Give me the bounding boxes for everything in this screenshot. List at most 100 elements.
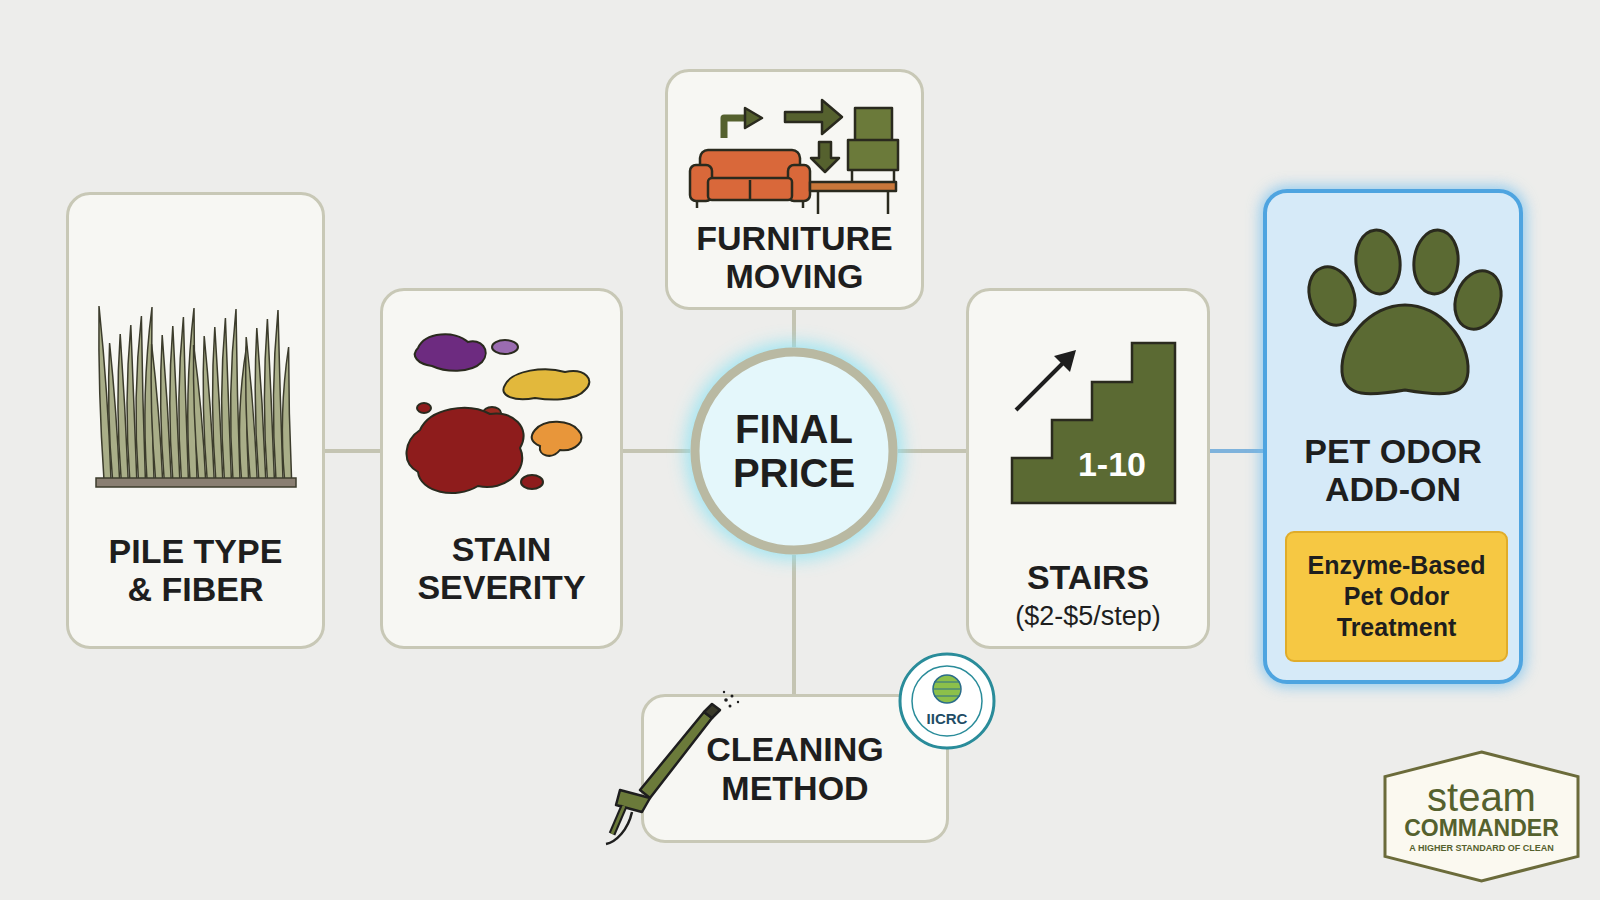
node-sublabel: ($2-$5/step) <box>1015 600 1161 632</box>
node-label: FINAL PRICE <box>709 407 879 495</box>
connector-line <box>792 555 796 694</box>
paw-icon <box>1301 228 1509 394</box>
carpet-pile-icon <box>96 306 296 487</box>
furniture-icon-part <box>690 165 712 201</box>
furniture-box: FURNITURE MOVING <box>665 69 924 310</box>
connector-line <box>792 310 796 347</box>
stairs-icon <box>1012 343 1175 503</box>
badge-globe-line <box>934 689 960 690</box>
furniture-icon-part <box>696 201 699 208</box>
furniture-icon <box>690 100 898 214</box>
badge-globe-line <box>934 682 960 683</box>
pile-box: PILE TYPE & FIBER <box>66 192 325 649</box>
stain-icon-part <box>492 340 518 354</box>
spray-wand-icon-part <box>640 712 712 798</box>
node-label: STAIN SEVERITY <box>399 530 604 606</box>
text-group: FURNITURE MOVING <box>687 219 902 295</box>
stairs-box: 1-10STAIRS($2-$5/step) <box>966 288 1210 649</box>
paw-icon-part <box>1447 264 1509 335</box>
text-group: CLEANING METHOD <box>675 730 915 806</box>
hub-ring <box>695 352 893 550</box>
carpet-pile-icon-part <box>255 328 266 480</box>
stain-icon-part <box>532 422 582 456</box>
stain-icon <box>406 334 589 493</box>
hub-circle: FINAL PRICE <box>690 347 898 555</box>
carpet-pile-icon-part <box>213 327 223 480</box>
stairs-icon-part <box>1012 343 1175 503</box>
text-group: PET ODOR ADD-ON <box>1286 432 1501 508</box>
carpet-pile-icon-part <box>188 308 197 480</box>
spray-wand-icon-part <box>616 790 650 812</box>
furniture-icon-part <box>724 118 748 138</box>
stain-box: STAIN SEVERITY <box>380 288 623 649</box>
stain-icon-part <box>417 403 431 413</box>
paw-icon-part <box>1301 260 1363 331</box>
badge-ring <box>900 654 994 748</box>
paw-icon-part <box>1342 305 1468 394</box>
spray-wand-icon-part <box>737 701 739 703</box>
add-on-tag: Enzyme-Based Pet Odor Treatment <box>1285 531 1508 662</box>
carpet-pile-icon-part <box>145 307 154 480</box>
node-label: IICRC <box>927 711 968 726</box>
furniture-icon-part <box>887 191 890 214</box>
node-sublabel: A HIGHER STANDARD OF CLEAN <box>1409 843 1554 855</box>
carpet-pile-icon-part <box>99 306 111 480</box>
text-group: PILE TYPE & FIBER <box>101 532 291 608</box>
hub-glow <box>686 343 902 559</box>
spray-wand-icon-part <box>724 698 728 702</box>
node-label: steam <box>1427 778 1536 816</box>
text-group: steamCOMMANDER A HIGHER STANDARD OF CLEAN <box>1404 778 1559 855</box>
text-group: FINAL PRICE <box>709 407 879 495</box>
carpet-pile-icon-part <box>264 319 274 480</box>
spray-wand-icon-part <box>731 695 734 698</box>
text-group: IICRC <box>927 711 968 726</box>
spray-wand-icon-part <box>704 704 720 718</box>
badge-globe-line <box>934 696 960 697</box>
furniture-icon-part <box>700 150 800 182</box>
carpet-pile-icon-part <box>118 334 128 480</box>
text-group: STAIN SEVERITY <box>399 530 604 606</box>
furniture-icon-part <box>811 142 839 172</box>
stain-icon-part <box>503 369 589 399</box>
node-label: CLEANING METHOD <box>675 730 915 806</box>
furniture-icon-part <box>893 170 896 188</box>
badge-globe <box>933 675 961 703</box>
furniture-icon-part <box>855 108 892 150</box>
carpet-pile-icon-part <box>136 316 145 480</box>
stain-icon-part <box>483 407 501 419</box>
certification-badge: IICRC <box>898 652 996 750</box>
carpet-pile-icon-part <box>239 346 248 480</box>
carpet-pile-icon-part <box>203 336 214 480</box>
stairs-icon-part <box>1016 356 1070 410</box>
furniture-icon-part <box>788 165 810 201</box>
node-label: FURNITURE MOVING <box>687 219 902 295</box>
node-label: 1-10 <box>1078 446 1146 483</box>
furniture-icon-part <box>848 140 898 170</box>
carpet-pile-icon-part <box>231 309 240 480</box>
connector-line <box>898 449 966 453</box>
connector-line <box>1210 449 1263 453</box>
spray-wand-icon-part <box>729 705 732 708</box>
spray-wand-icon-part <box>606 812 632 844</box>
furniture-icon-part <box>810 182 896 191</box>
stain-icon-part <box>415 334 486 370</box>
brand-logo: steamCOMMANDER A HIGHER STANDARD OF CLEAN <box>1383 750 1580 883</box>
furniture-icon-part <box>708 178 792 200</box>
stairs-icon-part <box>1054 350 1076 372</box>
carpet-pile-icon-part <box>179 317 189 480</box>
furniture-icon-part <box>745 108 762 128</box>
logo-outline <box>1385 752 1578 881</box>
carpet-pile-icon-part <box>170 326 180 480</box>
node-sublabel: COMMANDER <box>1404 816 1559 840</box>
node-label: PET ODOR ADD-ON <box>1286 432 1501 508</box>
carpet-pile-icon-part <box>109 343 120 480</box>
paw-icon-part <box>1353 228 1403 296</box>
carpet-pile-icon-part <box>161 335 172 480</box>
furniture-icon-part <box>817 191 820 214</box>
spray-wand-icon-part <box>612 806 624 834</box>
carpet-pile-icon-part <box>273 310 283 480</box>
furniture-icon-part <box>851 170 854 188</box>
spray-wand-icon-part <box>612 806 624 834</box>
text-group: 1-10STAIRS($2-$5/step) <box>1015 446 1161 632</box>
